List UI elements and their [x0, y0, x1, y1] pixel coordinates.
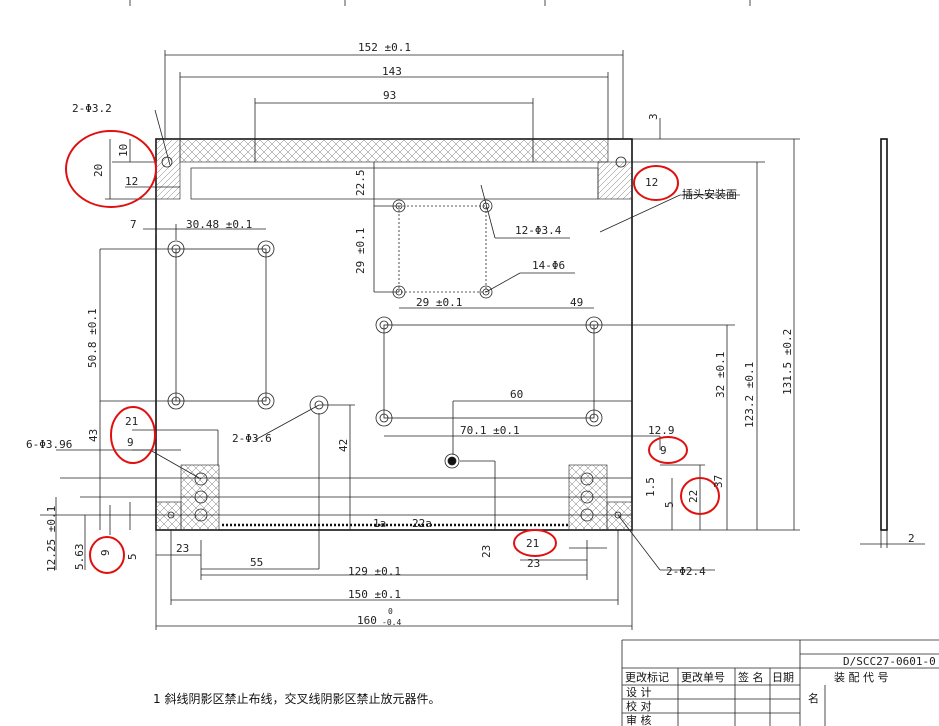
dim-160: 160: [357, 614, 377, 627]
dim-70-1: 70.1 ±0.1: [460, 424, 520, 437]
board-outline: [155, 138, 633, 531]
dim-21-left: 21: [125, 415, 138, 428]
dim-holes-2-36: 2-Φ3.6: [232, 432, 272, 445]
dim-5-left: 5: [126, 553, 139, 560]
col-change-no: 更改单号: [681, 670, 725, 684]
dim-160-tol-up: 0: [388, 607, 393, 616]
dim-23-bottom: 23: [527, 557, 540, 570]
dim-holes-6-396: 6-Φ3.96: [26, 438, 72, 451]
check-label: 校 对: [626, 699, 652, 713]
dim-12-right: 12: [645, 176, 658, 189]
dim-holes-2-32: 2-Φ3.2: [72, 102, 112, 115]
dim-holes-12-34: 12-Φ3.4: [515, 224, 562, 237]
dim-30-48: 30.48 ±0.1: [186, 218, 252, 231]
dim-152: 152 ±0.1: [358, 41, 411, 54]
pin-22a: 22a: [412, 517, 432, 530]
dim-9-bottom: 9: [99, 549, 112, 556]
drawing-note: 1 斜线阴影区禁止布线，交叉线阴影区禁止放元器件。: [153, 692, 441, 706]
dim-37: 37: [712, 475, 725, 488]
dim-131-5: 131.5 ±0.2: [781, 329, 794, 395]
col-sign: 签 名: [738, 670, 764, 684]
dim-160-tol-low: -0.4: [382, 618, 401, 627]
doc-code: D/SCC27-0601-0: [843, 655, 936, 668]
dim-50-8: 50.8 ±0.1: [86, 308, 99, 368]
dim-22-right: 22: [687, 490, 700, 503]
dim-12-left: 12: [125, 175, 138, 188]
dim-holes-2-24: 2-Φ2.4: [666, 565, 706, 578]
frame-ticks: [129, 0, 751, 6]
col-date: 日期: [772, 671, 794, 684]
dim-holes-14-6: 14-Φ6: [532, 259, 565, 272]
assembly-code-label: 装 配 代 号: [834, 671, 889, 684]
dim-3: 3: [647, 113, 660, 120]
dim-23-left: 23: [176, 542, 189, 555]
review-marks: [65, 130, 720, 574]
name-label: 名: [808, 691, 819, 705]
dim-12-9: 12.9: [648, 424, 675, 437]
review-label: 审 核: [626, 713, 652, 726]
title-block: [621, 639, 939, 726]
col-change-mark: 更改标记: [625, 670, 669, 684]
dim-123-2: 123.2 ±0.1: [743, 362, 756, 428]
dim-9-left: 9: [127, 436, 134, 449]
hole-group-square: [392, 199, 493, 299]
dim-9-right: 9: [660, 444, 667, 457]
dim-150: 150 ±0.1: [348, 588, 401, 601]
dim-5-63: 5.63: [73, 544, 86, 571]
side-view: [860, 138, 925, 548]
dim-22-5: 22.5: [354, 170, 367, 197]
dim-32: 32 ±0.1: [714, 352, 727, 398]
corner-holes: [161, 156, 627, 168]
dim-93: 93: [383, 89, 396, 102]
holes-36: [309, 395, 460, 469]
keep-out-zones: [155, 138, 633, 531]
dim-49: 49: [570, 296, 583, 309]
dim-1-5: 1.5: [644, 477, 657, 497]
title-block-text: D/SCC27-0601-0 更改标记 更改单号 签 名 日期 装 配 代 号 …: [625, 655, 936, 726]
dim-143: 143: [382, 65, 402, 78]
dim-20: 20: [92, 164, 105, 177]
dim-2: 2: [908, 532, 915, 545]
dim-23-mid: 23: [480, 545, 493, 558]
design-label: 设 计: [626, 686, 652, 699]
dim-5-right: 5: [663, 501, 676, 508]
dim-29-v: 29 ±0.1: [354, 228, 367, 274]
hole-group-left: [167, 240, 275, 410]
dimension-lines: [40, 50, 800, 630]
dim-42: 42: [337, 439, 350, 452]
connector-face-label: 插头安装面: [682, 187, 737, 201]
dim-43: 43: [87, 429, 100, 442]
dim-129: 129 ±0.1: [348, 565, 401, 578]
dim-7: 7: [130, 218, 137, 231]
dim-55: 55: [250, 556, 263, 569]
hole-group-right: [375, 316, 603, 427]
pin-1a: 1a: [373, 517, 386, 530]
dim-21-bottom: 21: [526, 537, 539, 550]
dim-29-h: 29 ±0.1: [416, 296, 462, 309]
dim-10: 10: [117, 144, 130, 157]
dimension-labels: 152 ±0.1 143 93 3 2-Φ3.2 20 10 12 12 插头安…: [26, 41, 915, 627]
dim-12-25: 12.25 ±0.1: [45, 506, 58, 572]
dim-60: 60: [510, 388, 523, 401]
